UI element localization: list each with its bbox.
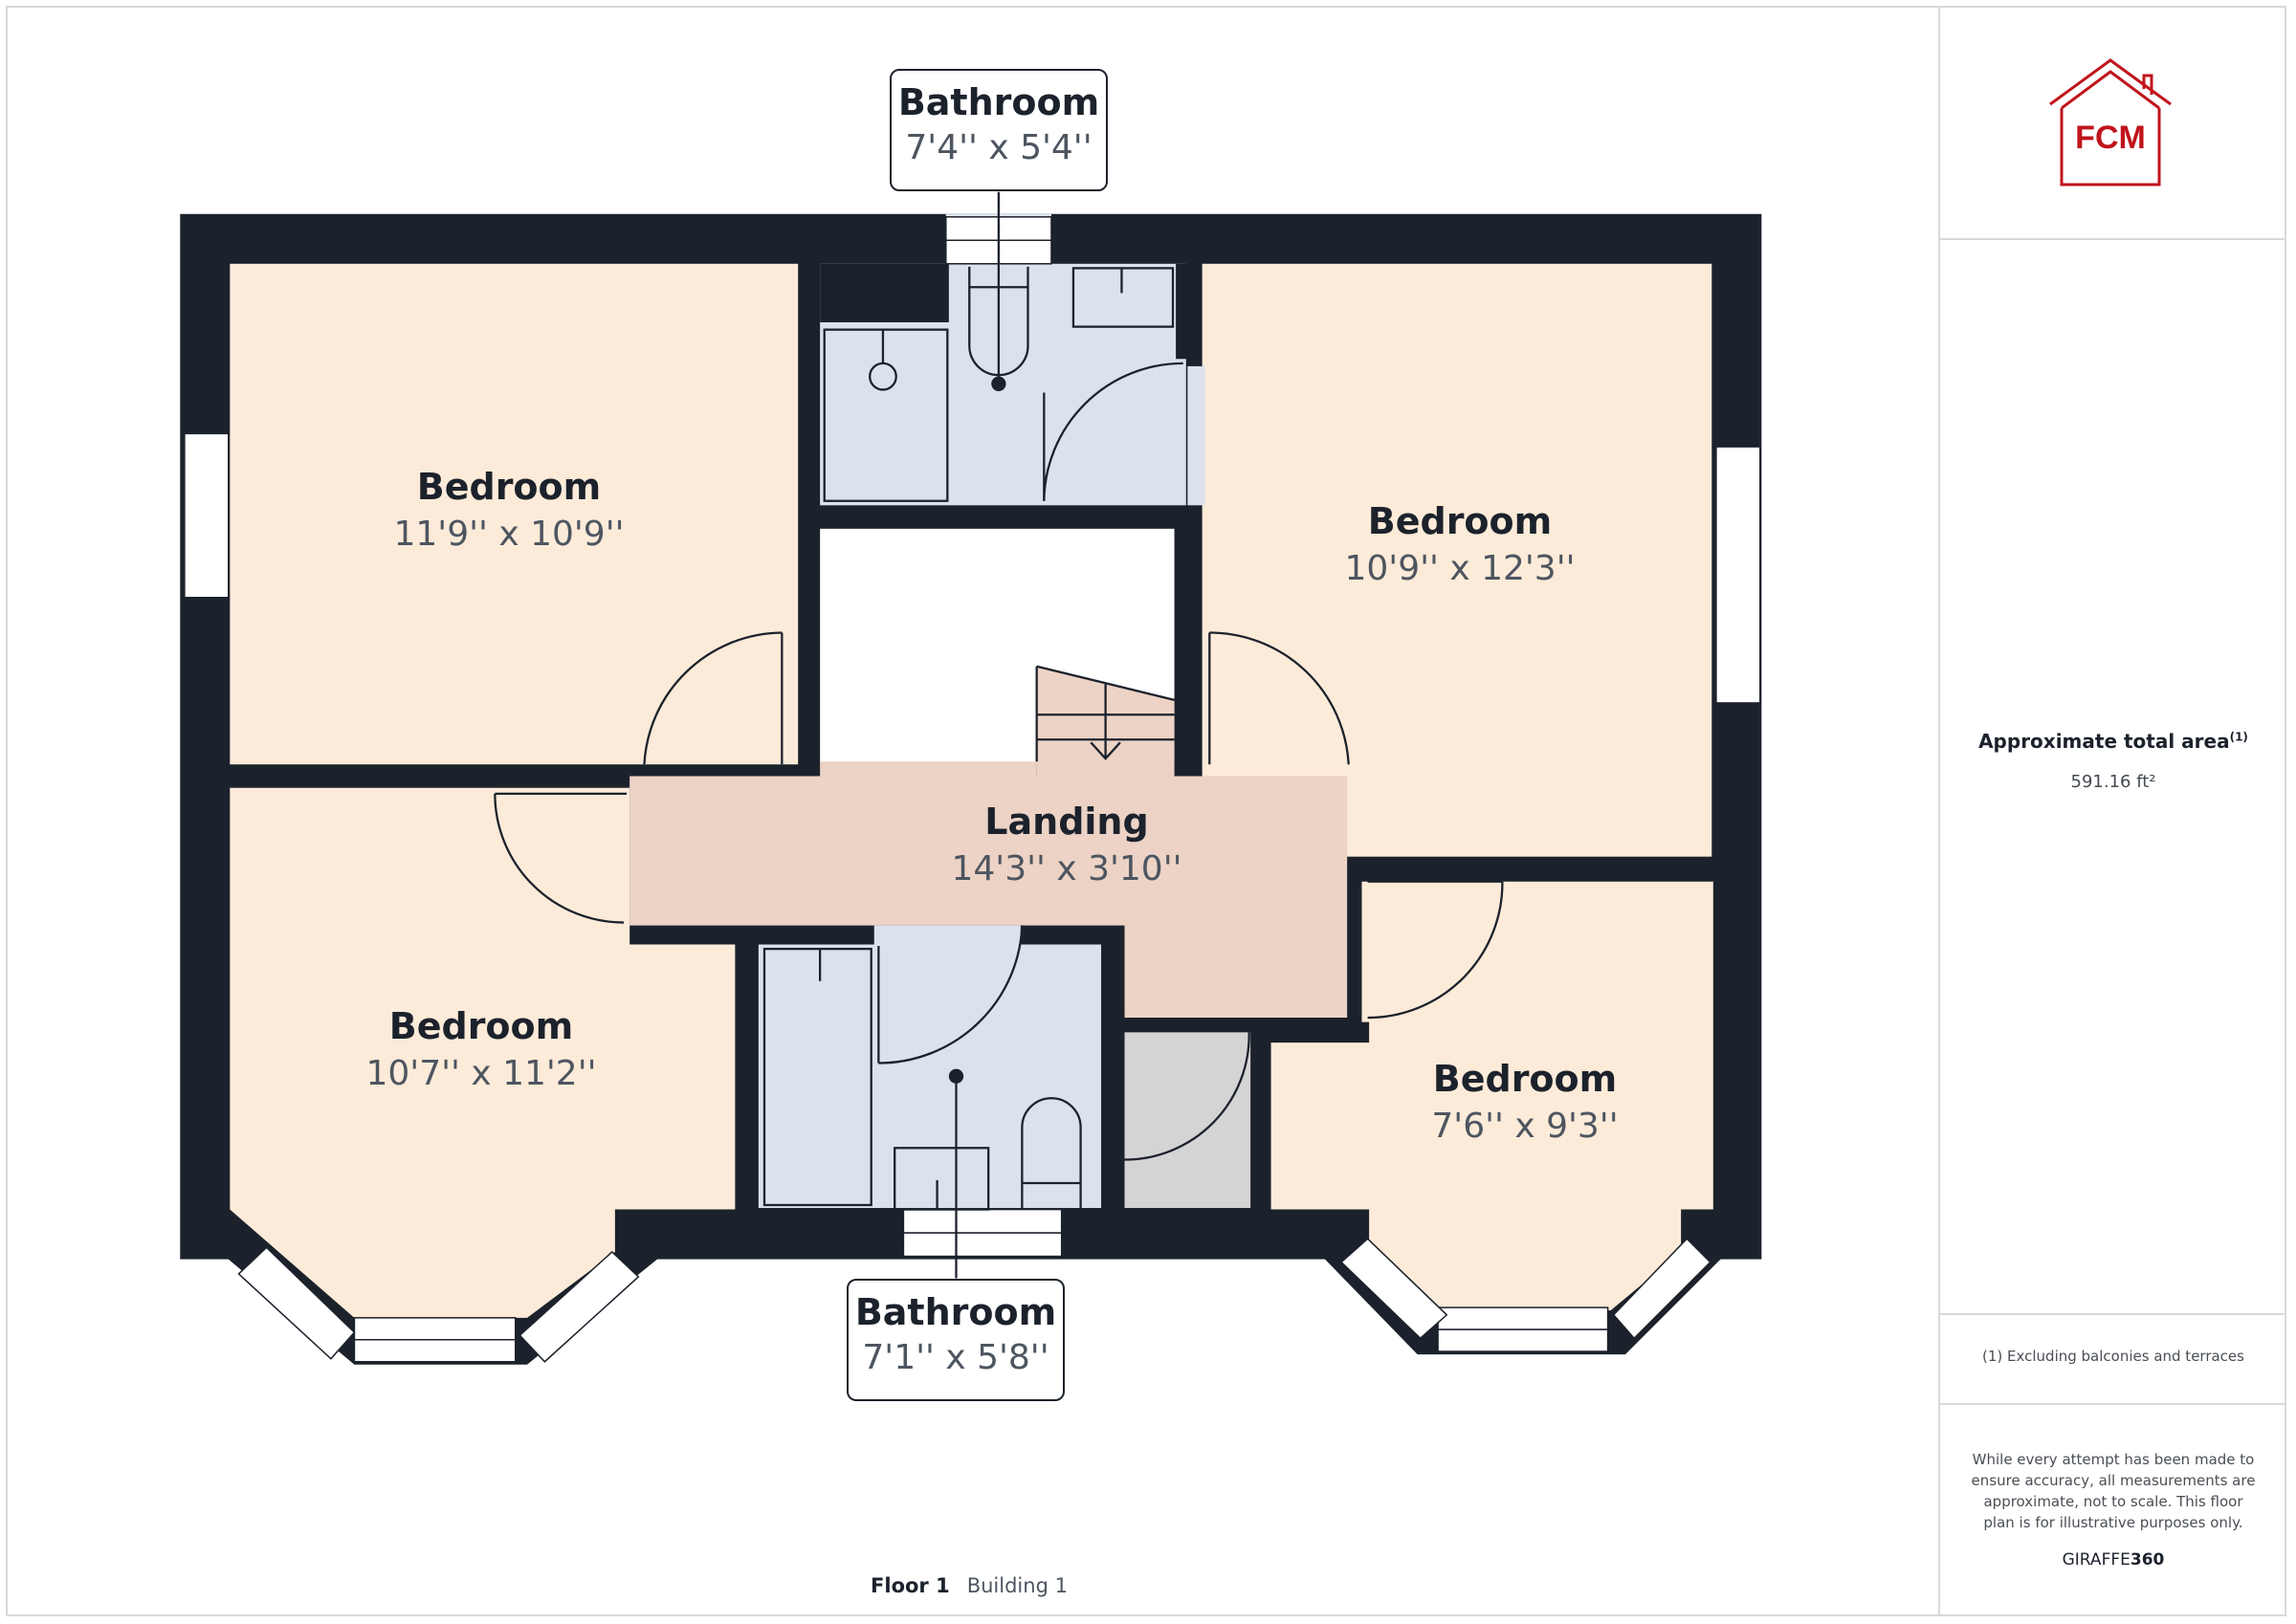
disclaimer-text: While every attempt has been made to ens…	[1971, 1451, 2256, 1531]
room-name: Bedroom	[1367, 500, 1553, 542]
room-bathroom-2	[758, 944, 1102, 1209]
room-landing	[629, 776, 1348, 1019]
room-bedroom-2	[1202, 263, 1712, 857]
room-label-bedroom-1: Bedroom 11'9'' x 10'9''	[394, 463, 625, 559]
room-dimensions: 10'9'' x 12'3''	[1344, 549, 1576, 588]
room-label-bedroom-4: Bedroom 7'6'' x 9'3''	[1431, 1055, 1618, 1151]
logo-section: FCM	[1940, 6, 2286, 240]
room-name: Bathroom	[897, 81, 1100, 123]
area-footnote: (1) Excluding balconies and terraces	[1982, 1348, 2244, 1365]
room-label-bedroom-3: Bedroom 10'7'' x 11'2''	[366, 1002, 597, 1098]
room-bedroom-3	[230, 787, 736, 1318]
room-name: Bathroom	[854, 1291, 1057, 1333]
floor-footer: Floor 1 Building 1	[0, 1574, 1938, 1597]
room-bedroom-4	[1270, 881, 1713, 1311]
room-dimensions: 10'7'' x 11'2''	[365, 1054, 597, 1093]
building-label: Building 1	[966, 1574, 1068, 1597]
logo-text: FCM	[2075, 120, 2146, 156]
area-section: Approximate total area(1) 591.16 ft²	[1940, 240, 2286, 1315]
room-label-landing: Landing 14'3'' x 3'10''	[952, 798, 1182, 893]
room-name: Bedroom	[388, 1005, 574, 1047]
room-name: Bedroom	[1432, 1058, 1618, 1100]
area-value: 591.16 ft²	[2070, 772, 2156, 792]
room-closet	[1124, 1032, 1251, 1209]
callout-bathroom-top: Bathroom 7'4'' x 5'4''	[890, 69, 1108, 191]
giraffe360-brand: GIRAFFE360	[2062, 1550, 2165, 1569]
fcm-house-logo-icon: FCM	[2049, 58, 2172, 187]
floor-label: Floor 1	[871, 1574, 950, 1597]
room-dimensions: 7'4'' x 5'4''	[905, 128, 1093, 167]
callout-leaders	[955, 191, 1001, 1279]
room-name: Landing	[984, 801, 1149, 843]
disclaimer-section: While every attempt has been made to ens…	[1940, 1405, 2286, 1616]
room-label-bedroom-2: Bedroom 10'9'' x 12'3''	[1345, 497, 1576, 593]
room-dimensions: 7'6'' x 9'3''	[1431, 1107, 1619, 1146]
room-dimensions: 11'9'' x 10'9''	[393, 515, 625, 554]
windows	[184, 216, 1761, 1363]
room-bedroom-1	[230, 263, 799, 765]
area-title: Approximate total area(1)	[1978, 730, 2248, 753]
callout-bathroom-bottom: Bathroom 7'1'' x 5'8''	[847, 1279, 1065, 1401]
fixtures	[494, 266, 1504, 1211]
note-section: (1) Excluding balconies and terraces	[1940, 1315, 2286, 1405]
room-dimensions: 14'3'' x 3'10''	[951, 849, 1182, 889]
room-dimensions: 7'1'' x 5'8''	[862, 1338, 1049, 1377]
room-name: Bedroom	[416, 466, 602, 508]
info-sidebar: FCM Approximate total area(1) 591.16 ft²…	[1938, 6, 2286, 1616]
page-frame	[6, 6, 2286, 1616]
